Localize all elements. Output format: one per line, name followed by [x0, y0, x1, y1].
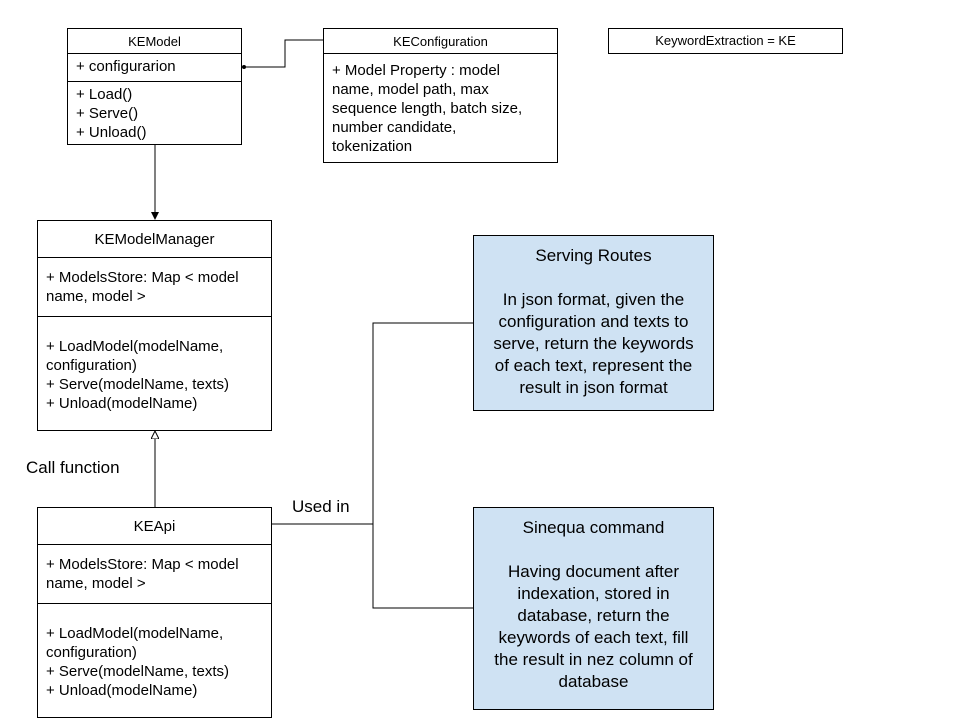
- ke-api-attributes: + ModelsStore: Map < model name, model >: [38, 545, 271, 603]
- sinequa-command-title: Sinequa command: [522, 518, 665, 537]
- method-line: + LoadModel(modelName,: [46, 625, 224, 642]
- attribute-line: name, model >: [46, 288, 146, 305]
- note-line: database, return the: [517, 606, 670, 625]
- ke-configuration-attributes: + Model Property : model name, model pat…: [324, 54, 557, 156]
- method-line: + Unload(modelName): [46, 395, 198, 412]
- ke-api-class[interactable]: KEApi + ModelsStore: Map < model name, m…: [37, 507, 272, 718]
- attribute-line: name, model >: [46, 575, 146, 592]
- ke-model-attributes: + configurarion: [68, 54, 241, 81]
- ke-model-title: KEModel: [68, 29, 241, 54]
- method-line: + Unload(modelName): [46, 682, 198, 699]
- connector-config-to-model: [242, 39, 324, 69]
- ke-model-manager-class[interactable]: KEModelManager + ModelsStore: Map < mode…: [37, 220, 272, 431]
- spacer: [486, 539, 701, 561]
- note-line: the result in nez column of: [494, 650, 693, 669]
- note-line: Having document after: [507, 562, 680, 581]
- note-line: serve, return the keywords: [493, 334, 694, 353]
- serving-routes-title: Serving Routes: [535, 246, 652, 265]
- legend-text: KeywordExtraction = KE: [655, 33, 796, 48]
- legend-box: KeywordExtraction = KE: [608, 28, 843, 54]
- spacer: [486, 267, 701, 289]
- method-line: + Serve(): [76, 105, 139, 122]
- method-line: + LoadModel(modelName,: [46, 338, 224, 355]
- note-line: result in json format: [519, 378, 668, 397]
- connector-to-serving-routes: [372, 322, 473, 609]
- ke-model-class[interactable]: KEModel + configurarion + Load() + Serve…: [67, 28, 242, 145]
- ke-api-title: KEApi: [38, 508, 271, 545]
- ke-model-manager-attributes: + ModelsStore: Map < model name, model >: [38, 258, 271, 316]
- attribute-line: + ModelsStore: Map < model: [46, 269, 239, 286]
- ke-api-methods: + LoadModel(modelName, configuration) + …: [38, 603, 271, 700]
- attribute-line: + configurarion: [76, 58, 176, 75]
- note-line: In json format, given the: [502, 290, 685, 309]
- method-line: + Unload(): [76, 124, 147, 141]
- method-line: configuration): [46, 644, 137, 661]
- note-line: keywords of each text, fill: [498, 628, 689, 647]
- used-in-label: Used in: [292, 497, 350, 516]
- call-function-label: Call function: [26, 458, 120, 477]
- method-line: + Serve(modelName, texts): [46, 663, 229, 680]
- note-line: database: [558, 672, 629, 691]
- attribute-line: number candidate,: [332, 119, 457, 136]
- note-line: of each text, represent the: [494, 356, 693, 375]
- serving-routes-note[interactable]: Serving Routes In json format, given the…: [473, 235, 714, 411]
- ke-configuration-title: KEConfiguration: [324, 29, 557, 54]
- note-line: indexation, stored in: [517, 584, 670, 603]
- ke-model-manager-title: KEModelManager: [38, 221, 271, 258]
- note-line: configuration and texts to: [498, 312, 689, 331]
- attribute-line: + Model Property : model: [332, 62, 500, 79]
- attribute-line: name, model path, max: [332, 81, 489, 98]
- ke-configuration-class[interactable]: KEConfiguration + Model Property : model…: [323, 28, 558, 163]
- method-line: configuration): [46, 357, 137, 374]
- attribute-line: + ModelsStore: Map < model: [46, 556, 239, 573]
- sinequa-command-note[interactable]: Sinequa command Having document after in…: [473, 507, 714, 710]
- attribute-line: tokenization: [332, 138, 413, 155]
- ke-model-methods: + Load() + Serve() + Unload(): [68, 81, 241, 142]
- ke-model-manager-methods: + LoadModel(modelName, configuration) + …: [38, 316, 271, 413]
- attribute-line: sequence length, batch size,: [332, 100, 523, 117]
- method-line: + Load(): [76, 86, 133, 103]
- method-line: + Serve(modelName, texts): [46, 376, 229, 393]
